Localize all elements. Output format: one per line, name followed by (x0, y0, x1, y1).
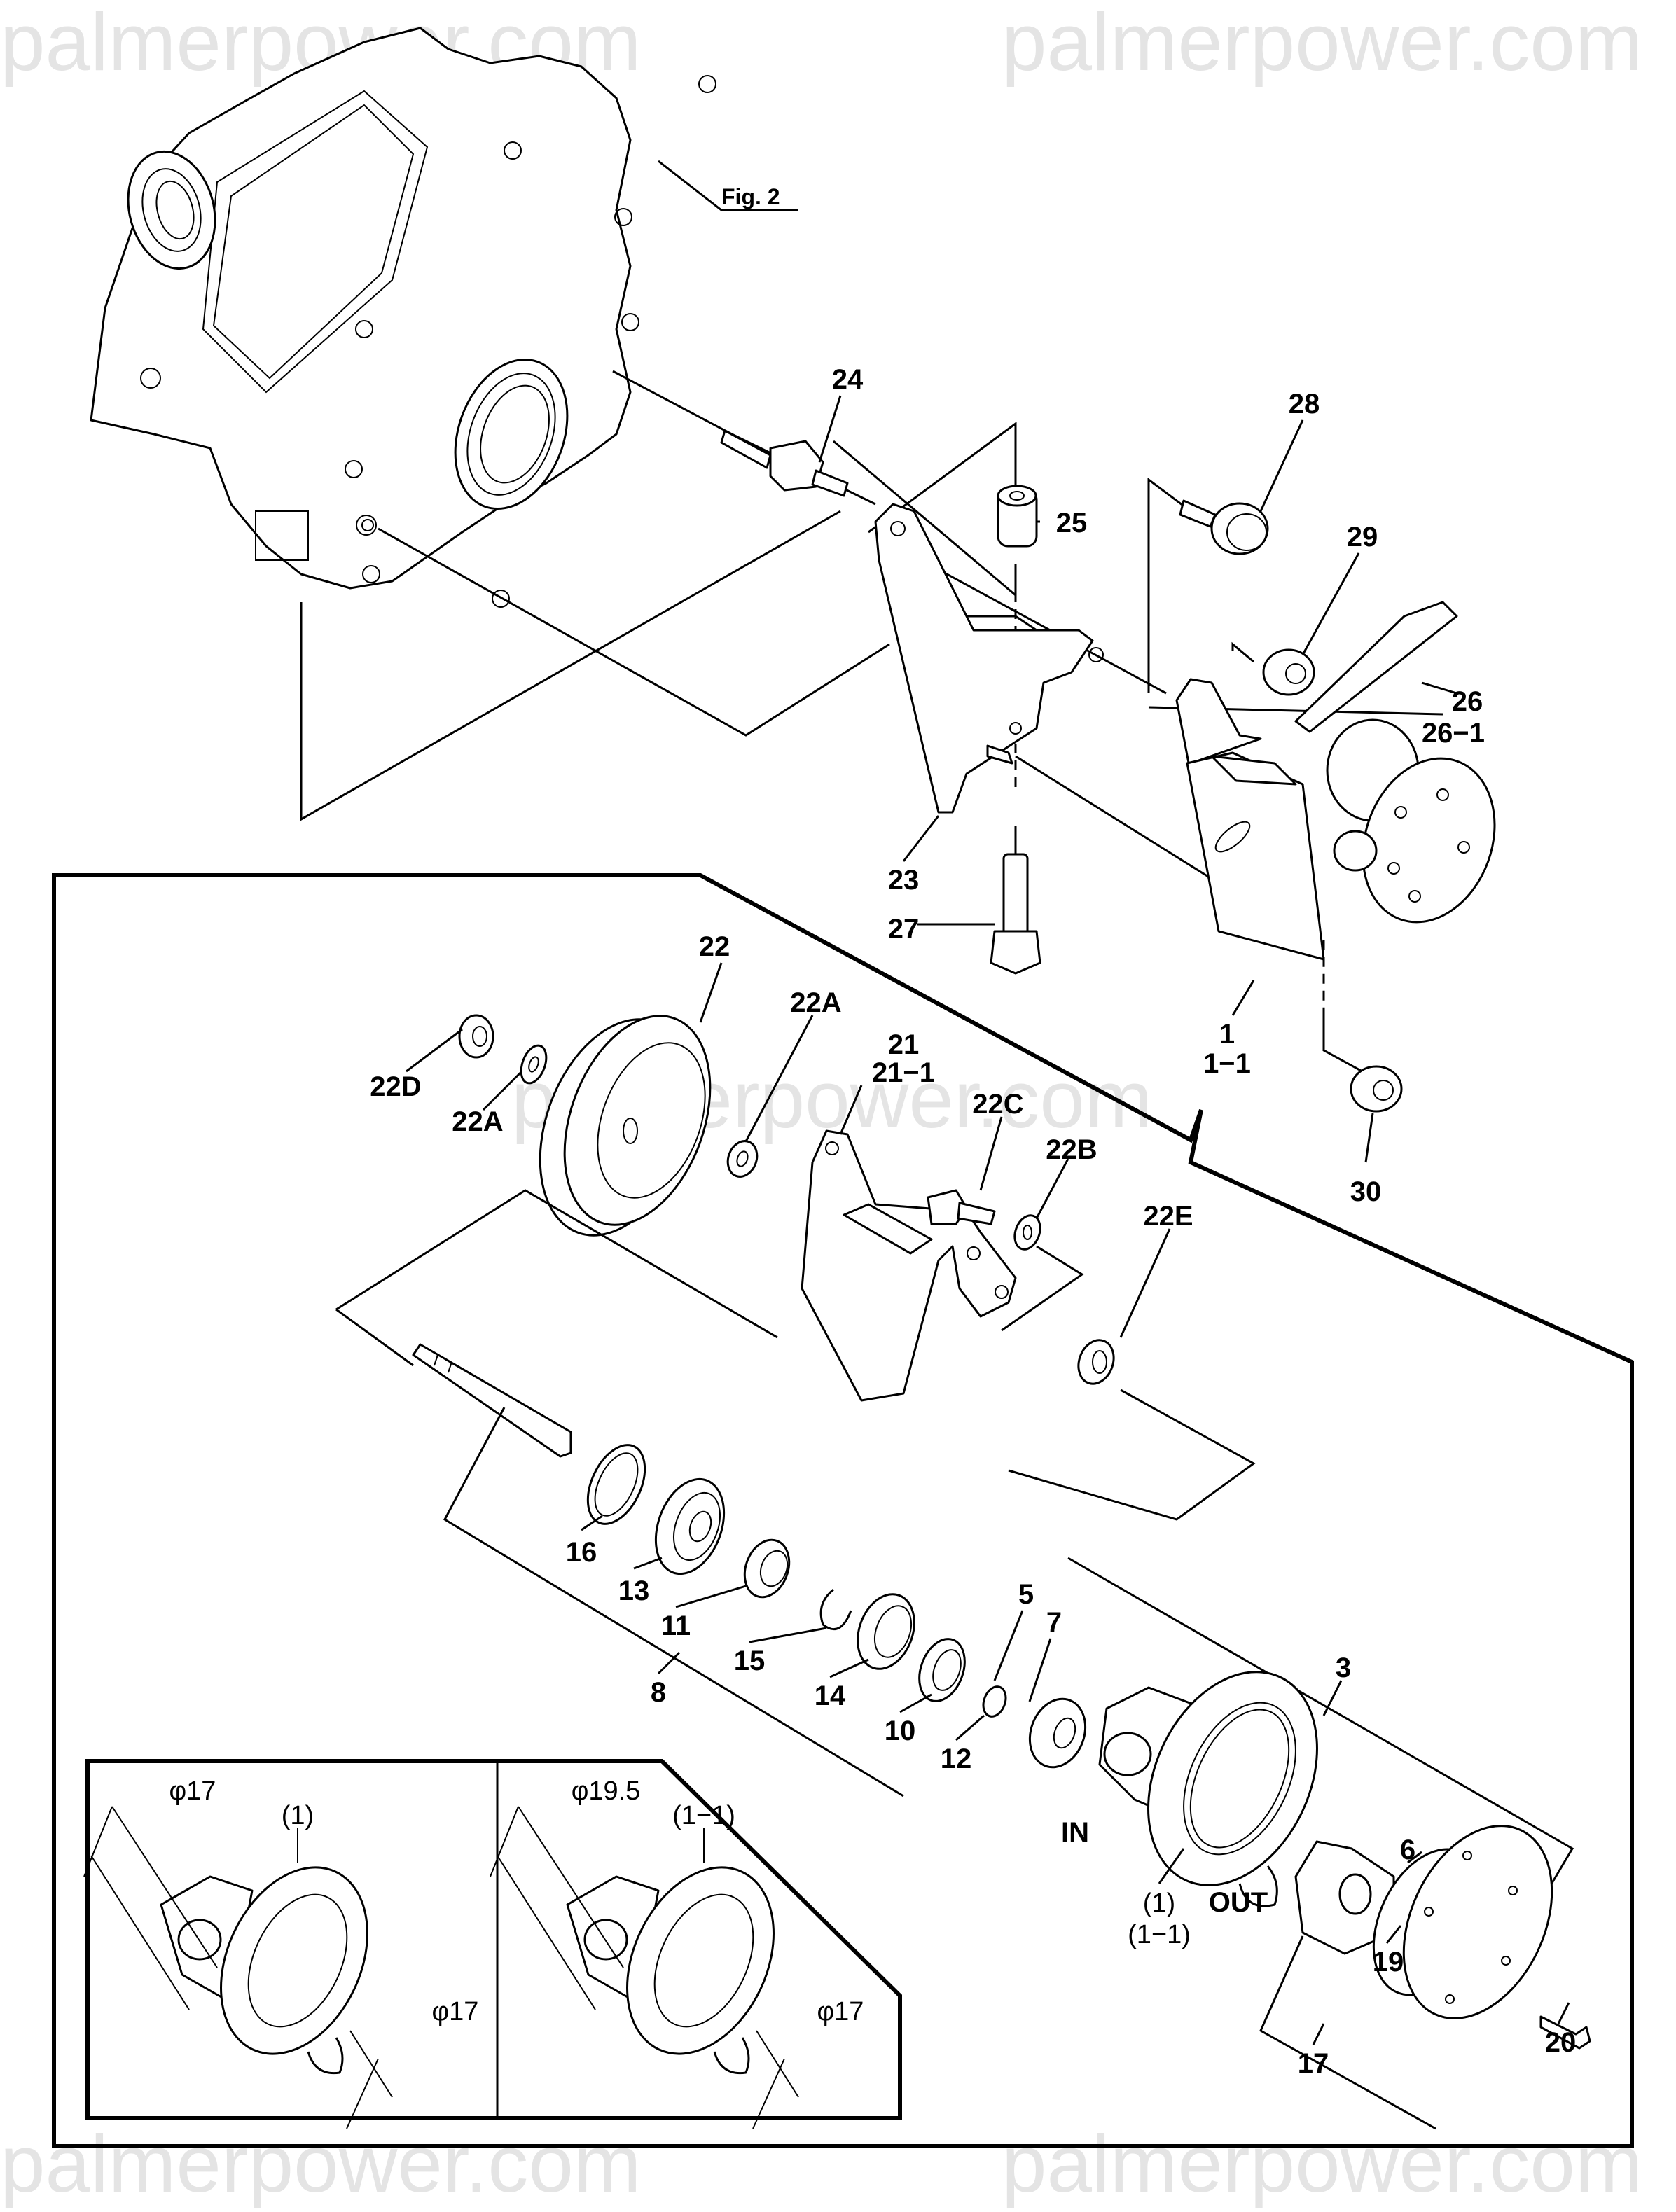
callout-22b: 22B (1046, 1134, 1097, 1165)
callout-28: 28 (1289, 389, 1320, 419)
inset-2-inlet-diameter: φ19.5 (572, 1776, 641, 1806)
watermarks: palmerpower.com palmerpower.com palmerpo… (0, 0, 1642, 2209)
callout-20: 20 (1545, 2027, 1577, 2058)
bearing-parts-row (586, 1444, 1087, 1769)
callout-17: 17 (1298, 2048, 1329, 2079)
callout-1: 1 (1219, 1019, 1235, 1050)
callout-26-1: 26−1 (1422, 718, 1485, 749)
callout-15: 15 (734, 1646, 766, 1676)
callout-7: 7 (1046, 1607, 1062, 1638)
part-7-seal (1028, 1697, 1087, 1769)
callout-30: 30 (1350, 1176, 1382, 1207)
part-12-o-ring (982, 1685, 1007, 1718)
detail-frame (52, 873, 1634, 2148)
inset-1-part-ref: (1) (282, 1801, 314, 1830)
callout-14: 14 (815, 1681, 846, 1711)
part-6-cover (1402, 1825, 1553, 2019)
inset-frame (85, 1759, 902, 2120)
part-24-stud (720, 429, 849, 497)
pump-housing (1098, 1671, 1318, 1907)
part-6-cover-group (1372, 1825, 1591, 2050)
part-27-bolt (990, 853, 1041, 975)
callout-12: 12 (941, 1744, 972, 1774)
watermark-bottom-left: palmerpower.com (0, 2118, 641, 2209)
callout-3: 3 (1336, 1653, 1351, 1683)
part-20-screw (1539, 2015, 1591, 2050)
part-22-pulley-group (458, 1014, 759, 1237)
callout-21-1: 21−1 (872, 1057, 935, 1088)
callout-5: 5 (1018, 1579, 1034, 1610)
inset-panels (85, 1759, 902, 2120)
figure-reference-label: Fig. 2 (721, 184, 780, 209)
top-leaders (818, 395, 1457, 1163)
callout-21: 21 (888, 1029, 920, 1060)
part-21-bracket (801, 1129, 1017, 1402)
callout-16: 16 (566, 1537, 597, 1568)
port-label-in: IN (1061, 1817, 1089, 1848)
gear-case-cover (90, 27, 716, 608)
callout-1-1: 1−1 (1203, 1048, 1251, 1079)
part-23-bracket (874, 503, 1104, 814)
part-1-pump-assembly (1175, 601, 1496, 961)
callout-13: 13 (618, 1575, 650, 1606)
callout-19: 19 (1373, 1947, 1404, 1977)
inset-2-outlet-diameter: φ17 (817, 1997, 864, 2026)
callout-22: 22 (699, 931, 730, 962)
inset-1-inlet-diameter: φ17 (169, 1776, 216, 1806)
figure-reference: Fig. 2 (658, 160, 798, 211)
callout-22a-right: 22A (790, 987, 841, 1018)
part-16-circlip (586, 1444, 646, 1525)
callout-27: 27 (888, 914, 920, 945)
part-10-seal (918, 1638, 966, 1702)
port-label-out: OUT (1209, 1887, 1268, 1918)
part-8-shaft (335, 1189, 1574, 1926)
callout-29: 29 (1347, 522, 1378, 552)
part-22c-22b-22e (927, 1189, 1256, 1521)
callout-24: 24 (832, 364, 864, 395)
detail-leaders (406, 962, 1570, 2045)
callout-housing-1-1: (1−1) (1128, 1920, 1191, 1949)
detail-callouts: 22 22A 22D 22A 21 21−1 22C 22B 22E 16 13… (370, 931, 1576, 2079)
watermark-top-right: palmerpower.com (1002, 0, 1642, 88)
callout-22a-left: 22A (452, 1106, 503, 1137)
watermark-bottom-right: palmerpower.com (1002, 2118, 1642, 2209)
part-14-bearing (857, 1593, 915, 1670)
callout-22e: 22E (1143, 1201, 1193, 1232)
part-29-nut (1262, 648, 1315, 696)
top-callouts: 24 28 25 29 26 26−1 23 27 1 1−1 30 (832, 364, 1485, 1207)
callout-11: 11 (661, 1611, 691, 1641)
inset-1-outlet-diameter: φ17 (432, 1997, 479, 2026)
callout-26: 26 (1452, 686, 1483, 717)
part-30-nut (1350, 1065, 1403, 1113)
callout-10: 10 (885, 1716, 916, 1746)
callout-25: 25 (1056, 508, 1088, 538)
callout-6: 6 (1400, 1835, 1415, 1865)
callout-22d: 22D (370, 1071, 421, 1102)
callout-22c: 22C (972, 1089, 1023, 1120)
part-15-snap-ring (819, 1588, 852, 1631)
callout-housing-1: (1) (1143, 1888, 1175, 1918)
callout-23: 23 (888, 865, 920, 896)
inset-2-part-ref: (1−1) (672, 1801, 735, 1830)
inset-housing-1-1: φ19.5 (1−1) φ17 (490, 1776, 864, 2129)
part-11-collar (743, 1538, 791, 1599)
part-28-bolt (1179, 499, 1269, 555)
callout-8: 8 (651, 1677, 666, 1708)
part-25-spacer (997, 485, 1038, 548)
inset-housing-1: φ17 (1) φ17 (83, 1776, 479, 2129)
